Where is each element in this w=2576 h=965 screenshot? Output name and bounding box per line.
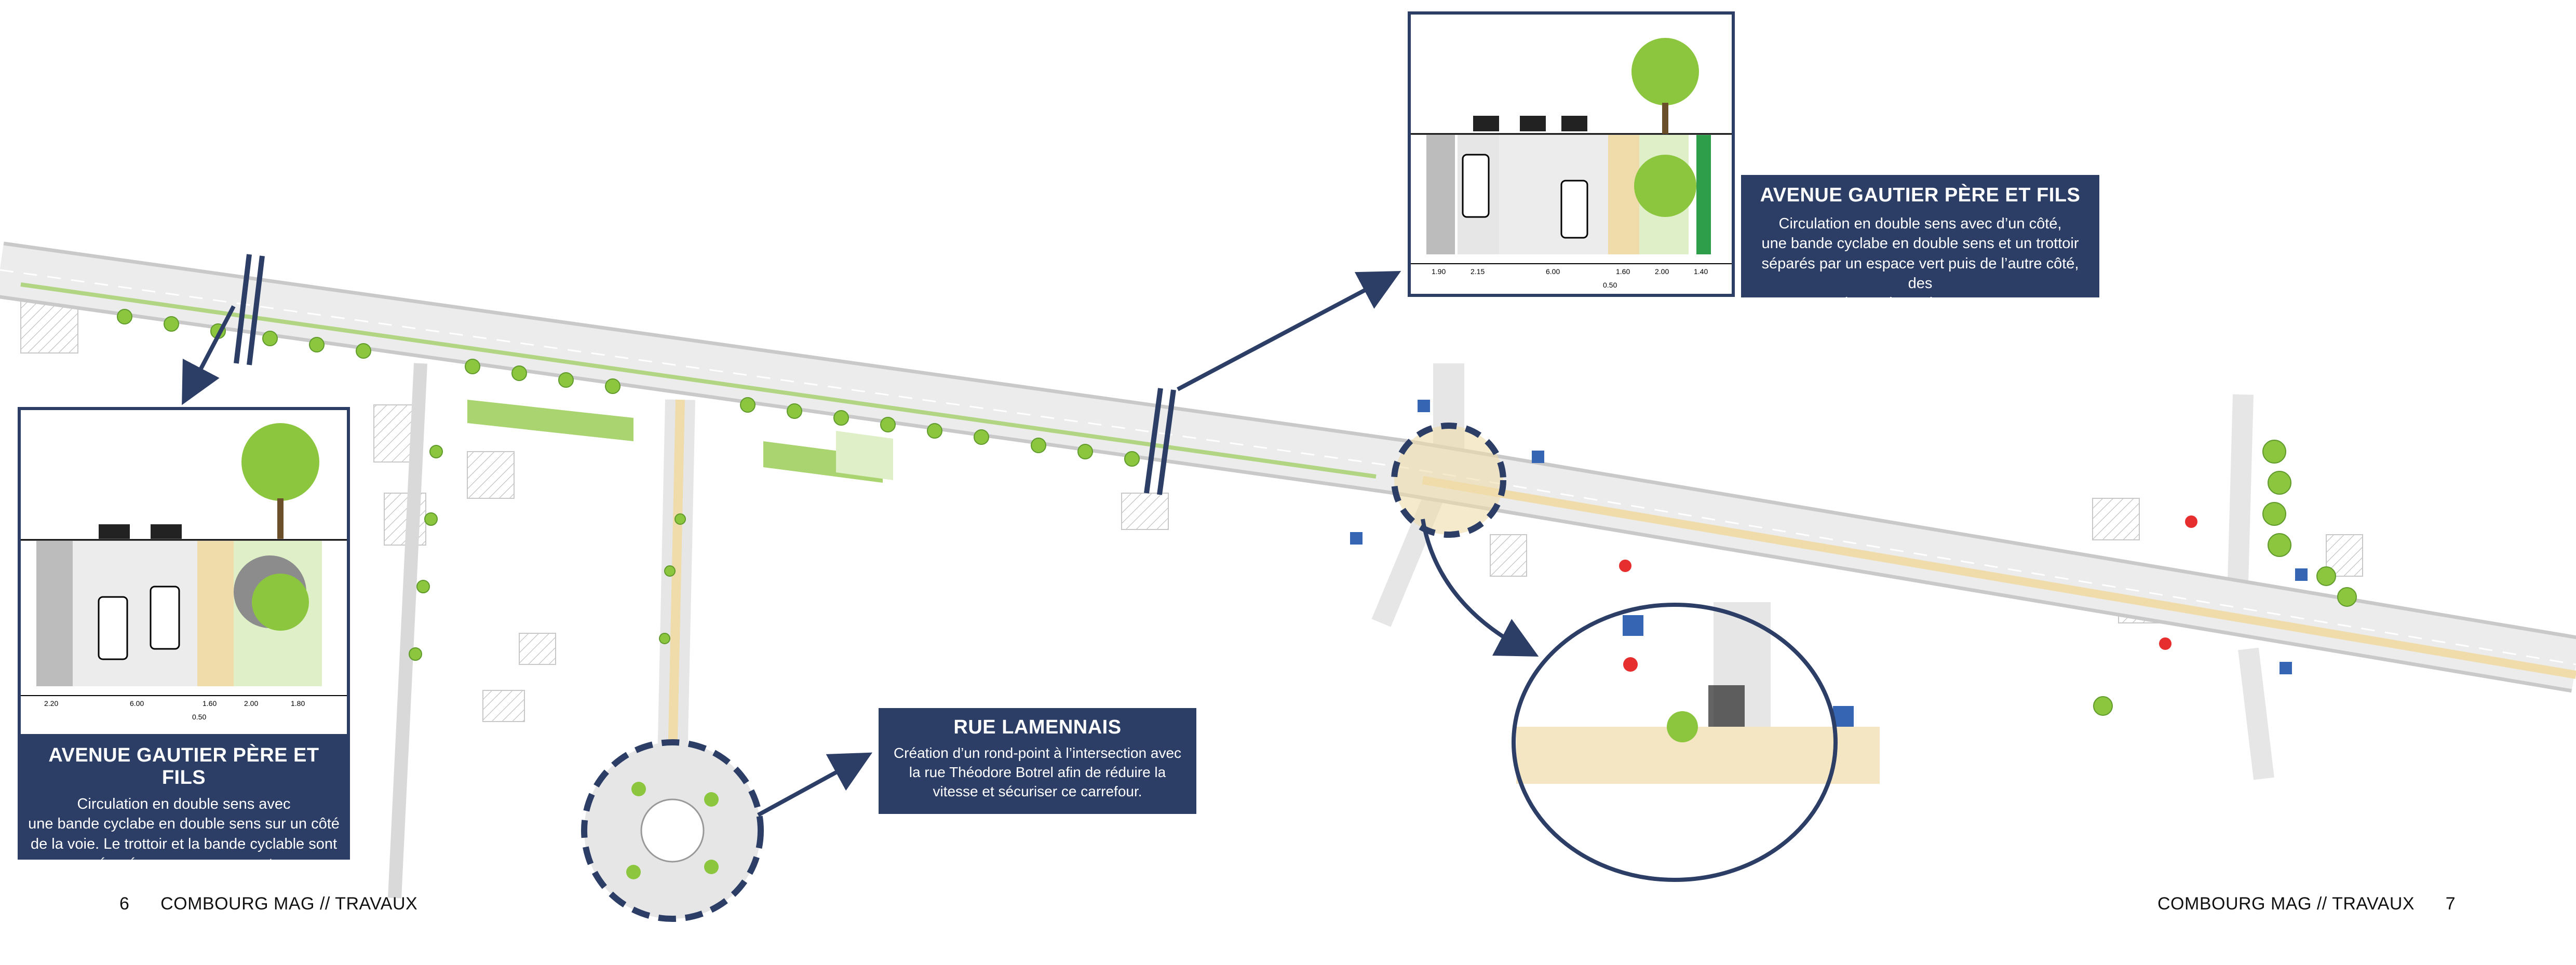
dimension-label: 1.90 bbox=[1432, 267, 1446, 276]
dimension-label: 2.15 bbox=[1471, 267, 1485, 276]
dimension-label: 0.50 bbox=[192, 713, 206, 721]
callout-text: Circulation en double sens avec une band… bbox=[28, 796, 340, 872]
cross-section-left: 2.20 6.00 1.60 2.00 1.80 0.50 bbox=[18, 407, 350, 737]
callout-avenue-gautier-left: AVENUE GAUTIER PÈRE ET FILS Circulation … bbox=[18, 737, 350, 872]
callout-title: AVENUE GAUTIER PÈRE ET FILS bbox=[48, 744, 319, 789]
building-footprints bbox=[20, 290, 2363, 722]
green-parking-strips bbox=[467, 400, 893, 483]
dimension-label: 2.00 bbox=[1655, 267, 1669, 276]
dimension-label: 1.80 bbox=[291, 699, 305, 708]
avenue-trees bbox=[117, 309, 2357, 716]
roundabout bbox=[581, 739, 764, 922]
dimension-label: 0.50 bbox=[1603, 281, 1617, 289]
footer-right: COMBOURG MAG // TRAVAUX 7 bbox=[2157, 894, 2456, 914]
zoom-detail-ellipse bbox=[1512, 602, 1880, 882]
dimension-label: 2.00 bbox=[244, 699, 258, 708]
callout-text: Création d’un rond-point à l’intersectio… bbox=[893, 745, 1182, 799]
dimension-label: 2.20 bbox=[44, 699, 58, 708]
dimension-label: 6.00 bbox=[1546, 267, 1560, 276]
callout-title: RUE LAMENNAIS bbox=[953, 716, 1122, 738]
callout-arrows bbox=[182, 271, 1539, 817]
intersection-circle bbox=[1391, 423, 1506, 538]
footer-left-text: COMBOURG MAG // TRAVAUX bbox=[160, 894, 418, 914]
dimension-label: 1.60 bbox=[1616, 267, 1630, 276]
dimension-label: 1.40 bbox=[1694, 267, 1708, 276]
callout-avenue-gautier-top: AVENUE GAUTIER PÈRE ET FILS Circulation … bbox=[1741, 175, 2099, 311]
page-number-left: 6 bbox=[119, 894, 130, 914]
footer-right-text: COMBOURG MAG // TRAVAUX bbox=[2157, 894, 2415, 914]
dimension-label: 6.00 bbox=[130, 699, 144, 708]
cross-section-top: 1.90 2.15 6.00 1.60 2.00 1.40 0.50 bbox=[1408, 11, 1735, 297]
callout-rue-lamennais: RUE LAMENNAIS Création d’un rond-point à… bbox=[879, 708, 1196, 814]
road-signs bbox=[1350, 400, 2308, 674]
footer-left: 6 COMBOURG MAG // TRAVAUX bbox=[119, 894, 417, 914]
section-cut-markers bbox=[234, 254, 1176, 495]
dimension-label: 1.60 bbox=[203, 699, 217, 708]
page-number-right: 7 bbox=[2445, 894, 2456, 914]
callout-title: AVENUE GAUTIER PÈRE ET FILS bbox=[1760, 184, 2081, 206]
callout-text: Circulation en double sens avec d’un côt… bbox=[1761, 215, 2079, 312]
